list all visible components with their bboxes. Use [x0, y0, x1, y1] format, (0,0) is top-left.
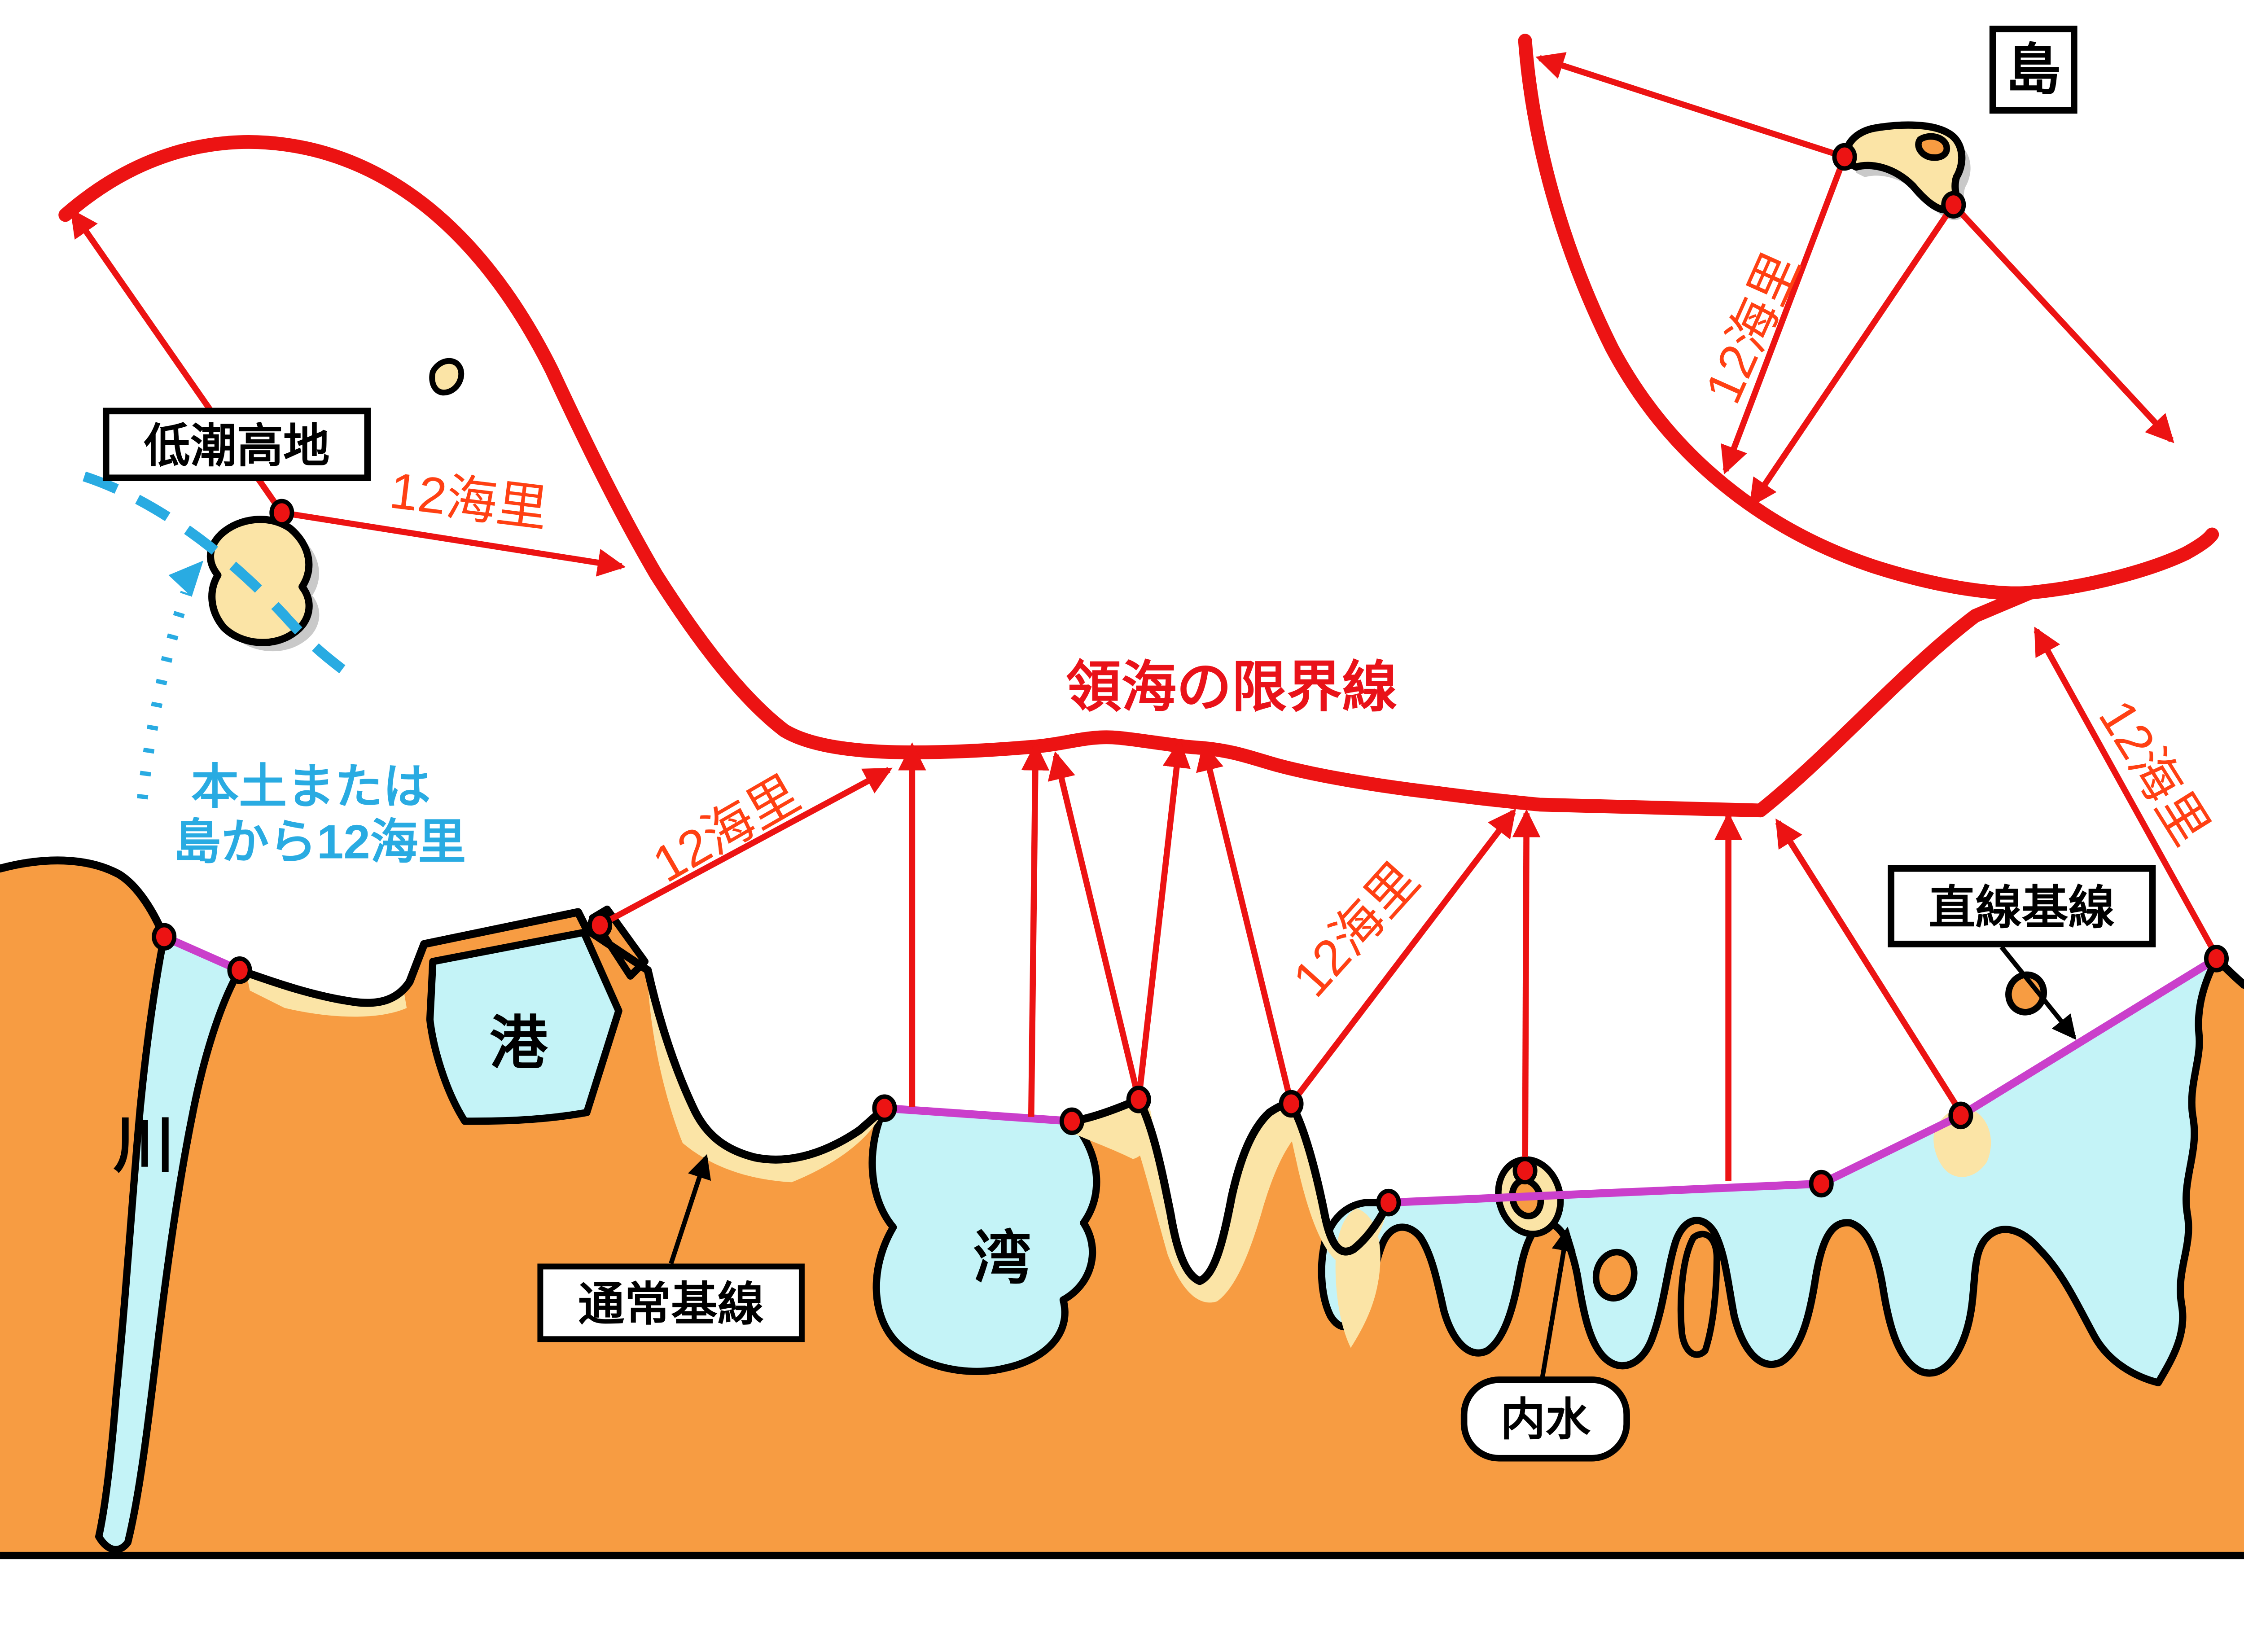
straight-baseline-label-box: 直線基線	[1888, 865, 2156, 947]
mainland-note-line2: 島から12海里	[173, 815, 466, 869]
river-closing-line	[160, 933, 244, 974]
basepoint-dot	[1512, 1157, 1538, 1185]
sand-internal-left-shore	[1335, 1208, 1381, 1348]
internal-waters	[1318, 955, 2220, 1386]
normal-baseline-label: 通常基線	[578, 1278, 764, 1330]
diagram-stage: 島 低潮高地 通常基線 直線基線 内水 港 川 湾 領海の限界線 本土または 島…	[0, 26, 2244, 1560]
bay-closing-line	[880, 1104, 1076, 1126]
basepoint-dot	[269, 499, 294, 527]
radius-arrow	[1196, 742, 1294, 1105]
radius-arrow	[2034, 627, 2219, 957]
basepoint-dot	[1809, 1170, 1834, 1198]
bay-label: 湾	[973, 1226, 1031, 1291]
straight-baseline-label: 直線基線	[1929, 881, 2115, 933]
radius-arrow	[1749, 203, 1956, 508]
basepoint-dot	[587, 911, 613, 939]
basepoint-dot	[1376, 1188, 1401, 1217]
mainland-note-line1: 本土または	[191, 760, 431, 814]
low-tide-elevation-label: 低潮高地	[144, 420, 329, 472]
basepoint-dot	[152, 923, 177, 951]
coastline-headlands	[1068, 1095, 1393, 1285]
territorial-limit-island-arc	[1518, 34, 2219, 600]
basepoint-dot	[872, 1094, 897, 1122]
basepoint-dot	[1832, 143, 1857, 171]
small-islet	[429, 358, 465, 396]
inland-water-label: 内水	[1500, 1394, 1591, 1445]
radius-arrow	[1021, 742, 1050, 1117]
islet-small	[1592, 1249, 1638, 1302]
12nm-dashed-arc	[83, 471, 346, 674]
nm12-label-headland: 12海里	[1282, 852, 1430, 1008]
nm12-label-right: 12海里	[2088, 690, 2220, 854]
straight-baseline	[1384, 955, 2221, 1207]
basepoint-dot	[1941, 191, 1966, 219]
island-label-box: 島	[1989, 26, 2077, 114]
nm12-label-island: 12海里	[1694, 244, 1810, 412]
basepoint-dot	[1126, 1086, 1151, 1113]
territorial-sea-diagram: 島 低潮高地 通常基線 直線基線 内水 港 川 湾 領海の限界線 本土または 島…	[0, 26, 2244, 1560]
pointer-dotted-arrow	[137, 591, 191, 800]
low-tide-elevation-label-box: 低潮高地	[102, 408, 371, 482]
normal-baseline-arrow	[669, 1154, 711, 1265]
radius-arrow	[1512, 809, 1541, 1171]
baselines-group	[160, 933, 2221, 1207]
basepoints-group	[152, 143, 2229, 1217]
basepoint-dot	[1948, 1101, 1973, 1130]
radius-arrow	[1951, 202, 2174, 443]
normal-baseline-label-box: 通常基線	[537, 1263, 805, 1342]
radius-arrow	[1535, 52, 1846, 160]
radius-arrow	[1135, 739, 1191, 1100]
radius-arrow	[598, 767, 893, 928]
sea-limit-label: 領海の限界線	[1066, 657, 1397, 718]
port-label: 港	[490, 1011, 548, 1076]
straight-baseline-arrow	[1999, 945, 2077, 1040]
territorial-limit-west-arc	[58, 135, 2038, 818]
radius-arrow	[1289, 808, 1516, 1106]
radius-arrow	[281, 509, 626, 577]
coastline-harbor	[236, 908, 889, 1164]
inland-water-arrow	[1540, 1227, 1576, 1377]
nm12-label-lowtide: 12海里	[387, 462, 551, 538]
radius-arrow	[1047, 751, 1142, 1100]
river-water	[95, 933, 244, 1553]
radius-arrows	[70, 52, 2219, 1181]
island-inner-lagoon	[1915, 133, 1950, 161]
pointer-dotted-arrowhead	[168, 561, 204, 597]
inland-water-label-box: 内水	[1460, 1376, 1630, 1462]
basepoint-dot	[227, 956, 252, 984]
bay-water	[868, 1104, 1100, 1375]
harbor-water	[426, 929, 622, 1125]
islet-thin	[1677, 1231, 1720, 1358]
radius-arrow	[1721, 156, 1848, 475]
river-label: 川	[113, 1111, 174, 1179]
coastline-west	[0, 856, 168, 941]
basepoint-dot	[1279, 1090, 1304, 1118]
sand-headlands-inlet	[1127, 1096, 1302, 1303]
radius-arrow	[1775, 818, 1964, 1114]
basepoint-dot	[2204, 945, 2229, 973]
basepoint-dot	[1059, 1107, 1084, 1135]
island-label: 島	[2006, 39, 2061, 101]
